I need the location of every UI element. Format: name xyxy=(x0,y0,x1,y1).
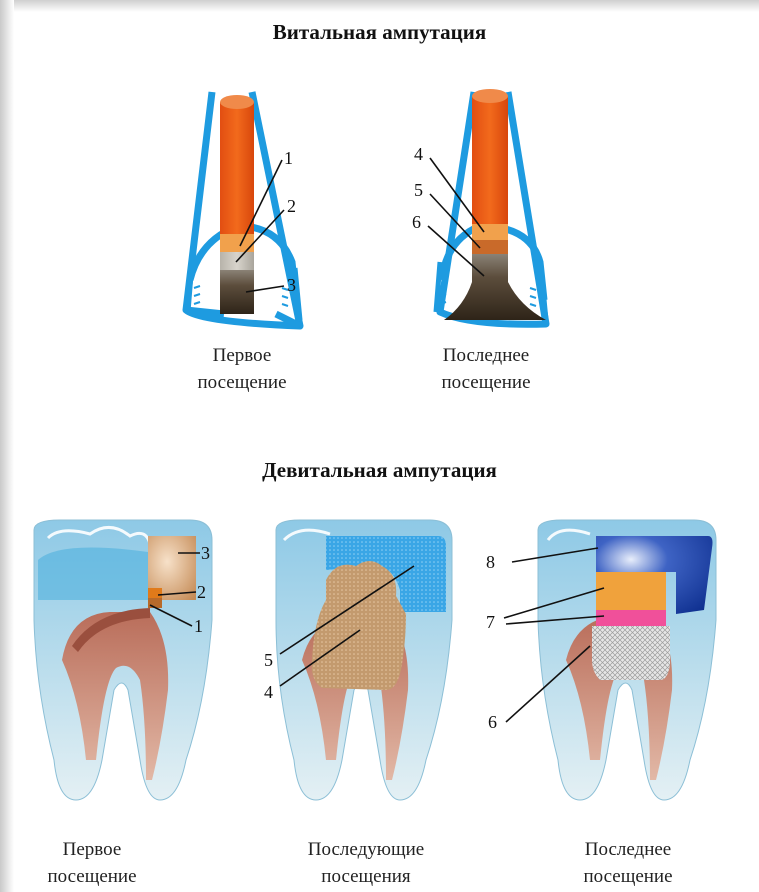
vital-last-label-4: 4 xyxy=(414,144,423,164)
devital-first-visit-diagram: 3 2 1 xyxy=(34,520,212,800)
devital-middle-caption: Последующие посещения xyxy=(286,836,446,890)
vital-first-visit-diagram: 1 2 3 xyxy=(186,92,300,326)
vital-last-label-5: 5 xyxy=(414,180,423,200)
devital-first-caption-line1: Первое xyxy=(12,836,172,863)
vital-first-label-3: 3 xyxy=(287,275,296,295)
devital-last-label-8: 8 xyxy=(486,552,495,572)
devital-middle-caption-line2: посещения xyxy=(286,863,446,890)
vital-first-label-1: 1 xyxy=(284,148,293,168)
devital-middle-visits-diagram: 5 4 xyxy=(264,520,452,800)
devital-last-caption-line2: посещение xyxy=(548,863,708,890)
vital-first-caption: Первое посещение xyxy=(162,342,322,396)
devital-last-visit-diagram: 8 7 6 xyxy=(486,520,716,800)
devital-first-label-3: 3 xyxy=(201,543,210,563)
vital-last-caption-line1: Последнее xyxy=(406,342,566,369)
devital-middle-caption-line1: Последующие xyxy=(286,836,446,863)
devital-last-label-6: 6 xyxy=(488,712,497,732)
devital-first-caption: Первое посещение xyxy=(12,836,172,890)
devital-middle-label-4: 4 xyxy=(264,682,273,702)
devital-last-label-7: 7 xyxy=(486,612,495,632)
vital-last-label-6: 6 xyxy=(412,212,421,232)
vital-last-caption: Последнее посещение xyxy=(406,342,566,396)
vital-first-label-2: 2 xyxy=(287,196,296,216)
devital-last-caption-line1: Последнее xyxy=(548,836,708,863)
vital-last-visit-diagram: 4 5 6 xyxy=(412,89,546,324)
devital-middle-label-5: 5 xyxy=(264,650,273,670)
vital-first-caption-line1: Первое xyxy=(162,342,322,369)
devital-last-caption: Последнее посещение xyxy=(548,836,708,890)
vital-first-caption-line2: посещение xyxy=(162,369,322,396)
devital-first-caption-line2: посещение xyxy=(12,863,172,890)
vital-last-caption-line2: посещение xyxy=(406,369,566,396)
devital-first-label-1: 1 xyxy=(194,616,203,636)
devital-first-label-2: 2 xyxy=(197,582,206,602)
